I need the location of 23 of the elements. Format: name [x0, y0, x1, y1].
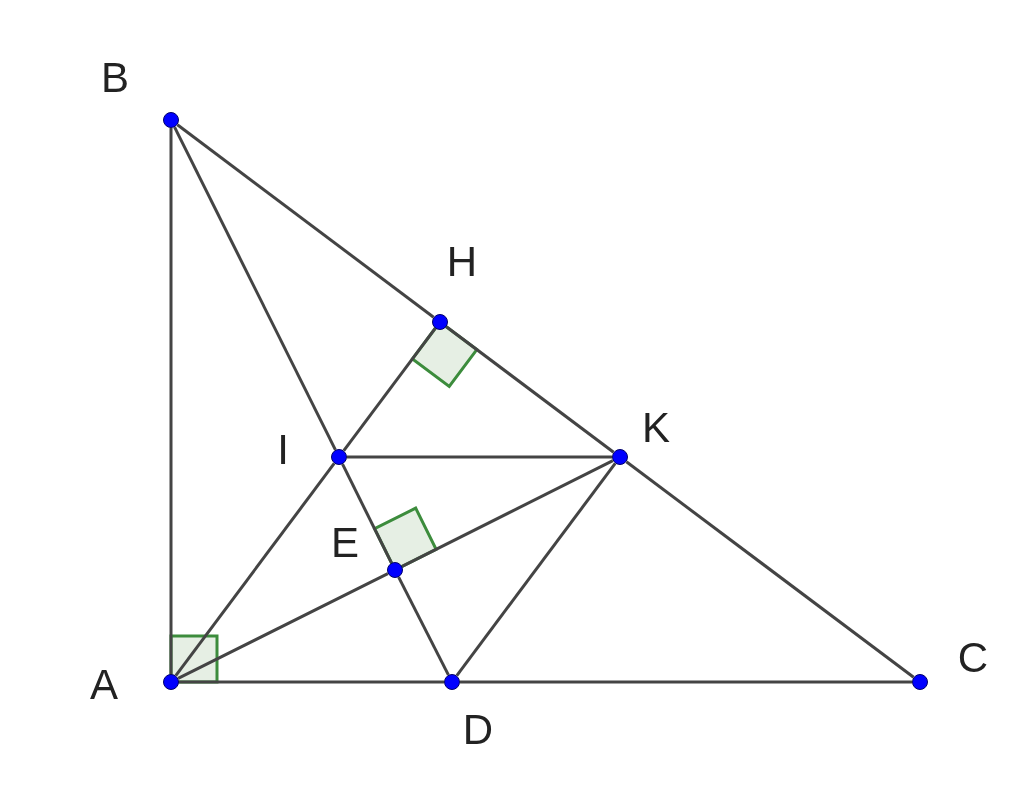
line-segment	[397, 576, 450, 676]
point-label: D	[462, 709, 494, 751]
line-segment	[176, 123, 435, 319]
point-label: K	[642, 407, 670, 449]
point-label: H	[446, 241, 478, 283]
line-segment	[174, 462, 336, 677]
line-segment	[625, 460, 915, 679]
line-segment	[347, 455, 612, 459]
line-segment	[460, 680, 912, 684]
line-segment	[342, 327, 437, 452]
line-segment	[341, 463, 393, 564]
point-label: C	[957, 637, 989, 679]
line-segment	[401, 459, 614, 568]
line-segment	[173, 126, 337, 451]
line-segment	[177, 572, 389, 680]
line-segment	[169, 128, 173, 674]
point-label: B	[101, 57, 129, 99]
line-segment	[455, 462, 617, 677]
point-label: E	[331, 522, 359, 564]
point-label: A	[90, 664, 118, 706]
line-segment	[179, 680, 444, 684]
line-segment	[445, 325, 615, 454]
point-label: I	[277, 429, 289, 471]
